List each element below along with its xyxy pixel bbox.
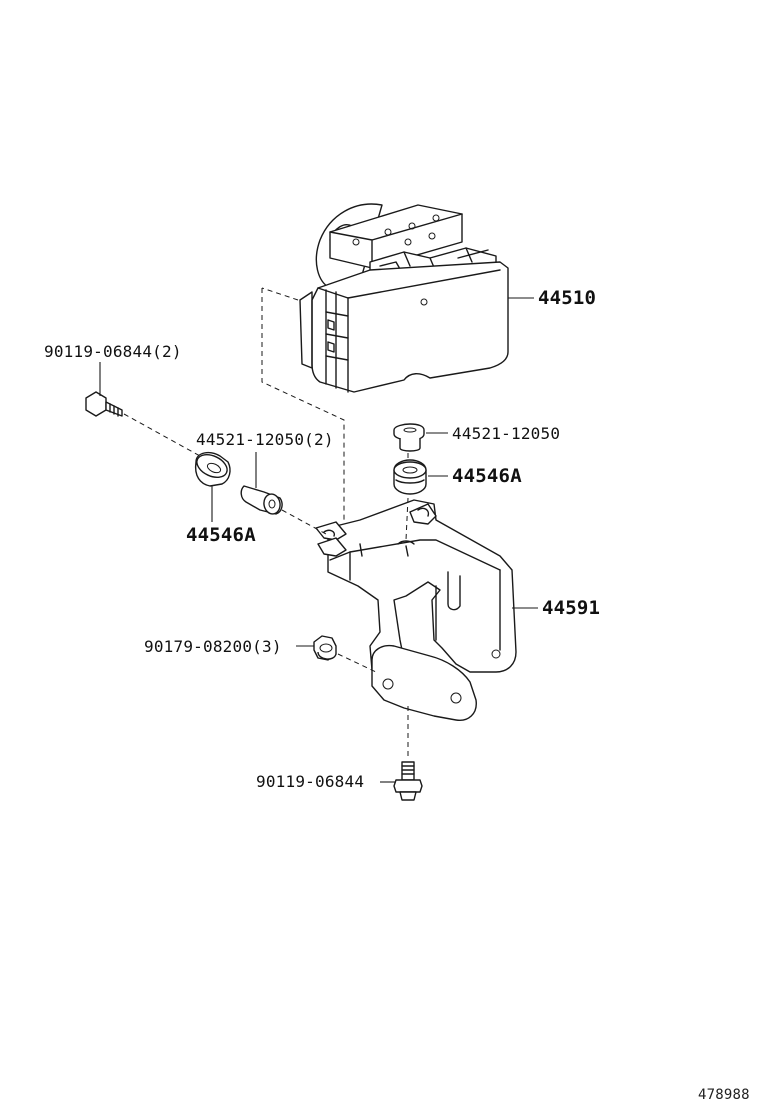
abs-actuator-drawing [299, 203, 509, 393]
callout-nut: 90179-08200(3) [144, 638, 282, 656]
figure-id: 478988 [698, 1087, 750, 1103]
callout-bracket: 44591 [542, 597, 601, 619]
bolt-top-left-drawing [85, 391, 123, 417]
bolt-top-left-number: 90119-06844 [44, 342, 153, 361]
bolt-top-left-quantity: (2) [152, 342, 182, 361]
grommet-right-drawing [393, 459, 427, 495]
callout-collar-right: 44521-12050 [452, 424, 561, 443]
grommet-left-drawing [194, 451, 231, 487]
callout-grommet-left: 44546A [186, 524, 256, 546]
nut-number: 90179-08200 [144, 637, 253, 656]
collar-left-number: 44521-12050 [196, 430, 305, 449]
callout-grommet-right: 44546A [452, 465, 522, 487]
nut-quantity: (3) [252, 637, 282, 656]
bolt-bottom-drawing [393, 761, 423, 801]
collar-right-drawing [393, 423, 425, 452]
callout-bolt-bottom: 90119-06844 [256, 772, 365, 791]
callout-collar-left: 44521-12050(2) [196, 431, 334, 449]
callout-abs-actuator: 44510 [538, 287, 597, 309]
bracket-drawing [315, 499, 517, 721]
nut-drawing [313, 635, 337, 661]
collar-left-quantity: (2) [304, 430, 334, 449]
callout-bolt-top-left: 90119-06844(2) [44, 343, 182, 361]
collar-left-drawing [240, 485, 283, 515]
